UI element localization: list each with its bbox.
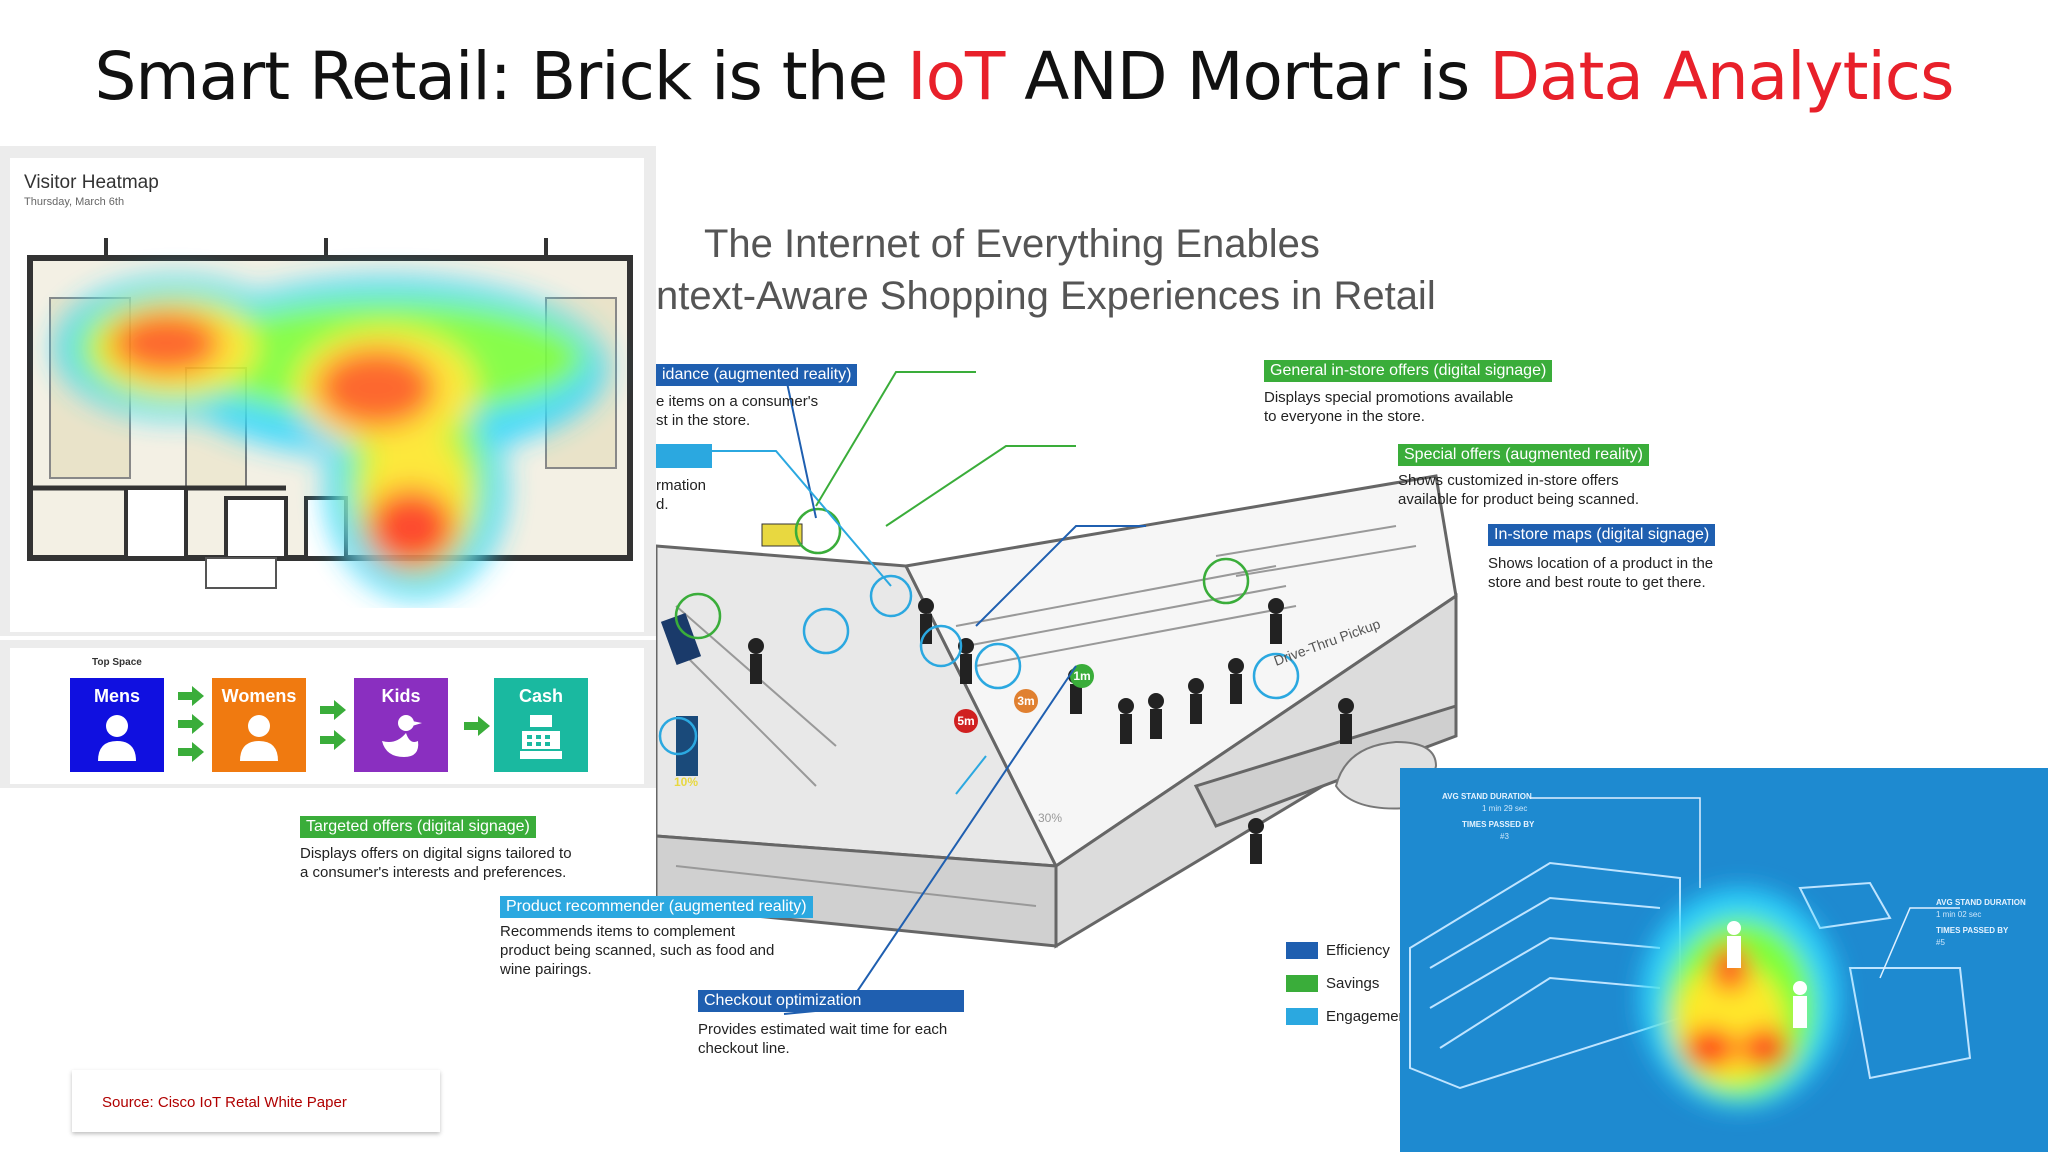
tile-womens-label: Womens [221, 686, 297, 706]
callout-general-line2: to everyone in the store. [1264, 408, 1425, 425]
callout-maps-head: In-store maps (digital signage) [1488, 524, 1716, 546]
stand-b-times: TIMES PASSED BY [1936, 926, 2009, 935]
person-icon [98, 715, 136, 761]
top-space-card: Top Space Mens Womens [10, 648, 644, 784]
arrows-mens-womens [176, 684, 206, 779]
visitor-heatmap-panel: Visitor Heatmap Thursday, March 6th [0, 146, 656, 636]
callout-recommender-line3-body: wine pairings. [500, 961, 592, 978]
top-space-label: Top Space [92, 657, 142, 668]
duck-icon [382, 715, 422, 757]
badge-30pct: 30% [1038, 811, 1062, 825]
title-analytics: Data Analytics [1489, 38, 1954, 115]
tile-kids-label: Kids [381, 686, 421, 706]
tile-womens: Womens [212, 678, 306, 772]
stand-b-count: #5 [1936, 938, 1945, 947]
title-iot: IoT [907, 38, 1005, 115]
stand-b-value: 1 min 02 sec [1936, 910, 1982, 919]
callout-special-line2: available for product being scanned. [1398, 491, 1639, 508]
stand-duration-drawing [1409, 797, 1972, 1108]
legend-swatch-savings [1286, 975, 1318, 992]
callout-general-line1: Displays special promotions available [1264, 389, 1514, 406]
callout-recommender-head-body: Product recommender (augmented reality) [500, 896, 813, 918]
stand-b-title: AVG STAND DURATION [1936, 898, 2026, 907]
callout-checkout-line2: checkout line. [698, 1040, 790, 1057]
person-female-icon [240, 715, 278, 761]
callout-maps-line1: Shows location of a product in the [1488, 555, 1714, 572]
cash-register-icon [520, 715, 562, 759]
legend-swatch-efficiency [1286, 942, 1318, 959]
callout-info-line2: d. [656, 496, 669, 513]
visitor-heatmap-card: Visitor Heatmap Thursday, March 6th [10, 158, 644, 632]
callout-info-line1: rmation [656, 477, 707, 494]
callout-targeted-line2-body: a consumer's interests and preferences. [300, 864, 567, 881]
callout-general-head: General in-store offers (digital signage… [1264, 360, 1553, 382]
badge-3m: 3m [1017, 694, 1034, 708]
legend-savings: Savings [1326, 975, 1380, 992]
legend-efficiency: Efficiency [1326, 942, 1390, 959]
tile-cash: Cash [494, 678, 588, 772]
title-part2: AND Mortar is [1004, 38, 1490, 115]
callout-recommender-line2-body: product being scanned, such as food and [500, 942, 775, 959]
tile-mens-label: Mens [93, 686, 140, 706]
store-drawing: 5m 3m 1m 10% 30% Drive-Thru Pickup [656, 371, 1458, 1015]
stand-a-title: AVG STAND DURATION [1442, 792, 1532, 801]
title-part1: Smart Retail: Brick is the [94, 38, 908, 115]
legend-engagement: Engagemen [1326, 1008, 1407, 1025]
callout-guidance-line2: st in the store. [656, 412, 751, 429]
stand-a-value: 1 min 29 sec [1482, 804, 1528, 813]
stand-a-count: #3 [1500, 832, 1509, 841]
stand-a-times: TIMES PASSED BY [1462, 820, 1535, 829]
callout-special-line1: Shows customized in-store offers [1398, 472, 1619, 489]
top-space-panel: Top Space Mens Womens [0, 640, 656, 788]
callout-guidance-line1: e items on a consumer's [656, 393, 819, 410]
iot-heading-line1: The Internet of Everything Enables [704, 222, 1320, 266]
callout-maps-line2: store and best route to get there. [1488, 574, 1706, 591]
arrow-kids-cash [462, 684, 492, 779]
callout-guidance-head: idance (augmented reality) [656, 364, 858, 386]
tile-kids: Kids [354, 678, 448, 772]
callout-checkout-line1: Provides estimated wait time for each [698, 1021, 948, 1038]
source-box: Source: Cisco IoT Retal White Paper [72, 1070, 440, 1132]
heatmap-floorplan [27, 238, 633, 598]
iot-retail-illustration: The Internet of Everything Enables ntext… [656, 146, 2048, 1152]
badge-10pct: 10% [674, 775, 698, 789]
arrows-womens-kids [318, 684, 348, 779]
callout-checkout-head: Checkout optimization [698, 990, 964, 1012]
stand-duration-panel: AVG STAND DURATION 1 min 29 sec TIMES PA… [1400, 768, 2048, 1152]
tile-mens: Mens [70, 678, 164, 772]
callout-info-head [656, 444, 712, 468]
heatmap-title: Visitor Heatmap [24, 172, 159, 193]
slide-title: Smart Retail: Brick is the IoT AND Morta… [0, 38, 2048, 115]
source-text: Source: Cisco IoT Retal White Paper [102, 1094, 347, 1111]
heatmap-date: Thursday, March 6th [24, 196, 125, 208]
badge-5m: 5m [957, 714, 974, 728]
callout-targeted-line1-body: Displays offers on digital signs tailore… [300, 845, 572, 862]
callout-targeted-head-body: Targeted offers (digital signage) [300, 816, 536, 838]
legend-swatch-engagement [1286, 1008, 1318, 1025]
iot-heading-line2: ntext-Aware Shopping Experiences in Reta… [656, 274, 1436, 318]
badge-1m: 1m [1073, 669, 1090, 683]
callout-recommender-line1-body: Recommends items to complement [500, 923, 736, 940]
tile-cash-label: Cash [518, 686, 563, 706]
callout-special-head: Special offers (augmented reality) [1398, 444, 1649, 466]
